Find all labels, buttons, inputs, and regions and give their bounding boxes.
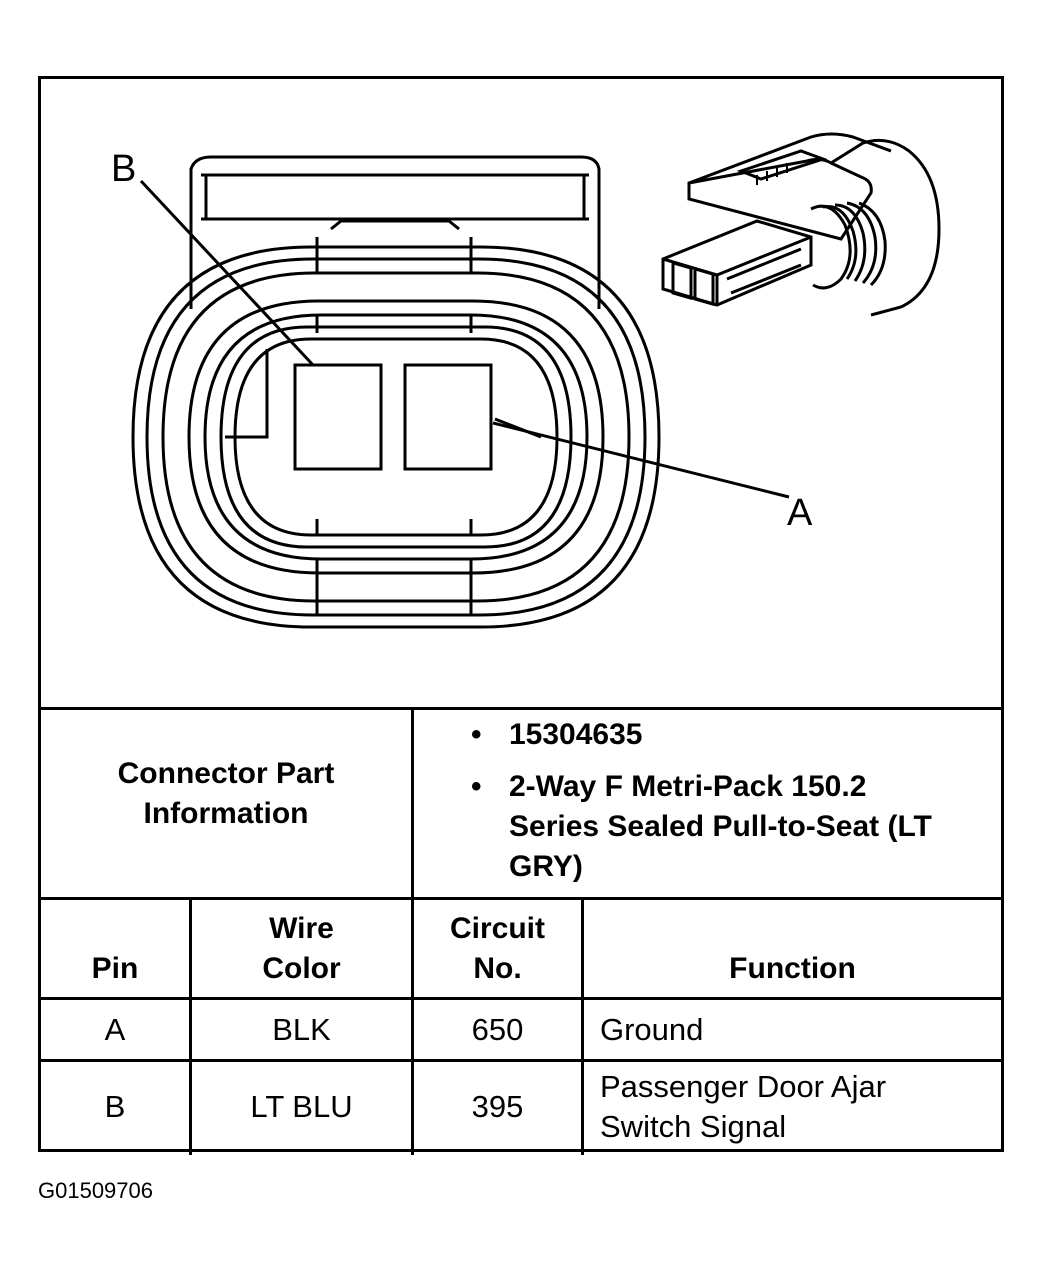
connector-figure: B A Connector Part Information: [38, 76, 1004, 1155]
table-cell-function: Ground: [600, 1011, 704, 1047]
column-header-wire-color: Wire Color: [262, 911, 341, 985]
connector-face-diagram: B A: [111, 132, 941, 629]
table-cell-pin: A: [104, 1011, 126, 1047]
pin-label-a: A: [787, 492, 813, 534]
part-number: 15304635: [471, 715, 951, 755]
connector-outer-shell: [131, 245, 661, 629]
part-description: 2-Way F Metri-Pack 150.2 Series Sealed P…: [471, 767, 951, 887]
table-cell-function: Passenger Door Ajar Switch Signal: [600, 1069, 887, 1144]
table-cell-pin: B: [104, 1089, 126, 1124]
figure-id: G01509706: [38, 1178, 153, 1203]
leader-line-a: [492, 421, 790, 499]
leader-line-b: [139, 179, 315, 367]
table-cell-wire-color: BLK: [272, 1011, 331, 1047]
terminal-cavity-b: [293, 363, 383, 471]
column-header-circuit-no: Circuit No.: [449, 911, 545, 985]
connector-part-info-label: Connector Part Information: [117, 756, 335, 830]
connector-part-info-list: 15304635 2-Way F Metri-Pack 150.2 Series…: [471, 715, 951, 899]
column-header-function: Function: [729, 952, 856, 985]
table-cell-wire-color: LT BLU: [250, 1089, 353, 1124]
connector-latch: [189, 155, 601, 295]
table-cell-circuit-no: 650: [471, 1011, 524, 1047]
connector-3d-icon: [661, 132, 941, 317]
pin-label-b: B: [111, 148, 136, 190]
column-header-pin: Pin: [91, 952, 139, 985]
connector-seal: [187, 299, 605, 575]
terminal-cavity-a: [403, 363, 493, 471]
connector-cavity: [219, 325, 573, 549]
table-cell-circuit-no: 395: [471, 1089, 524, 1124]
